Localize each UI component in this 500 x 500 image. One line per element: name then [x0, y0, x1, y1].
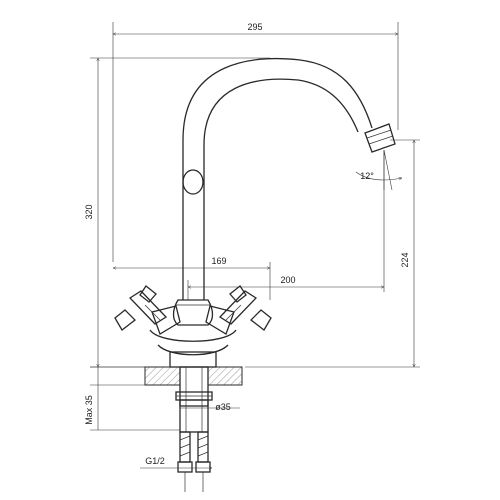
- dim-max-thickness: Max 35: [84, 367, 180, 431]
- dim-label-d35: ø35: [215, 402, 231, 412]
- faucet-spout: [182, 58, 396, 300]
- right-cross-handle: [205, 285, 272, 335]
- dim-handle-span: 169: [113, 256, 270, 300]
- faucet-body: [149, 299, 237, 368]
- dim-spout-reach: 200: [188, 150, 384, 300]
- dim-label-12deg: 12°: [360, 171, 374, 181]
- mounting-shank: [175, 366, 213, 433]
- dim-spout-angle: 12°: [355, 149, 402, 191]
- dim-label-max35: Max 35: [84, 395, 94, 425]
- dim-label-320: 320: [84, 204, 94, 219]
- dim-thread-size: G1/2: [140, 456, 212, 468]
- left-cross-handle: [114, 285, 181, 335]
- dim-label-200: 200: [280, 275, 295, 285]
- dim-label-169: 169: [211, 256, 226, 266]
- dim-hole-diameter: ø35: [180, 402, 240, 412]
- dim-overall-height: 320: [84, 58, 270, 367]
- dim-label-g12: G1/2: [145, 456, 165, 466]
- dim-label-224: 224: [400, 252, 410, 267]
- flexible-hoses: [177, 431, 211, 492]
- dim-overall-width: 295: [113, 22, 398, 262]
- dim-label-295: 295: [247, 22, 262, 32]
- dim-spout-height: 224: [245, 140, 420, 367]
- countertop-section: [90, 366, 243, 386]
